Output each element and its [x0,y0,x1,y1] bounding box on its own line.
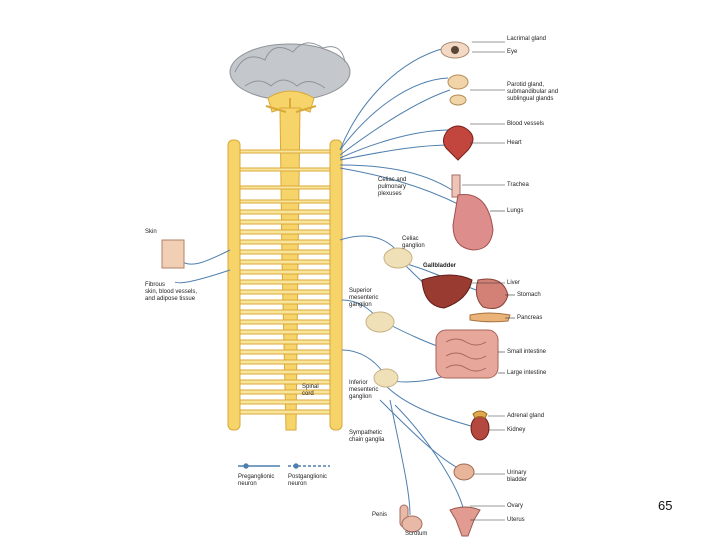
stomach-organ [475,278,509,309]
penis-scrotum-organ [399,504,423,533]
label-superior-mesenteric-ganglion: Superior mesenteric ganglion [349,288,379,308]
label-small-intestine: Small intestine [507,349,547,355]
page-number: 65 [658,498,673,513]
label-inferior-mesenteric-ganglion: Inferior mesenteric ganglion [349,380,379,400]
liver-organ [421,274,473,309]
label-fibrous-tissue: Fibrous skin, blood vessels, and adipose… [145,282,198,302]
label-scrotum: Scrotum [405,531,428,537]
label-celiac-ganglion: Celiac ganglion [402,236,425,249]
urinary-bladder-organ [453,463,475,481]
heart-organ [442,125,474,161]
sympathetic-chain-right [329,139,343,431]
label-blood-vessels: Blood vessels [507,121,545,127]
legend-preganglionic-neuron: Preganglionic neuron [238,474,275,487]
sympathetic-chain-left [227,139,241,431]
label-large-intestine: Large intestine [507,370,547,376]
label-leader-lines [462,41,515,521]
skin-organ [161,239,185,269]
upper-chain-rungs [239,149,331,204]
label-urinary-bladder: Urinary bladder [507,470,528,483]
lungs-organ [452,193,494,251]
spinal-nerve-rungs [231,209,341,415]
label-lacrimal-gland: Lacrimal gland [507,36,547,42]
label-trachea: Trachea [507,182,529,188]
intestines-organ [435,329,499,379]
legend-swatches [238,463,330,469]
celiac-ganglion [383,247,413,269]
adrenal-kidney-organ [470,410,490,441]
pancreas-organ [469,312,511,323]
label-penis: Penis [372,512,388,518]
superior-mesenteric-ganglion [365,311,395,333]
uterus-organ [449,506,481,537]
label-sympathetic-chain-ganglia: Sympathetic chain ganglia [349,430,385,443]
label-ovary: Ovary [507,503,524,509]
label-kidney: Kidney [507,427,526,433]
label-liver: Liver [507,280,521,286]
eye-organ [440,41,470,59]
legend-postganglionic-neuron: Postganglionic neuron [288,474,328,487]
trachea-organ [451,174,461,198]
label-eye: Eye [507,49,518,55]
inferior-mesenteric-ganglion [373,368,399,388]
label-skin: Skin [145,229,157,235]
label-lungs: Lungs [507,208,524,214]
label-uterus: Uterus [507,517,525,523]
label-adrenal-gland: Adrenal gland [507,413,545,419]
label-celiac-pulmonary-plexuses: Celiac and pulmonary plexuses [378,177,407,197]
label-heart: Heart [507,140,522,146]
label-salivary-glands: Parotid gland, submandibular and subling… [507,82,559,102]
label-gallbladder: Gallbladder [423,263,457,269]
label-stomach: Stomach [517,292,541,298]
salivary-glands-organ [447,74,469,106]
label-pancreas: Pancreas [517,315,543,321]
label-spinal-cord: Spinal cord [302,384,319,397]
